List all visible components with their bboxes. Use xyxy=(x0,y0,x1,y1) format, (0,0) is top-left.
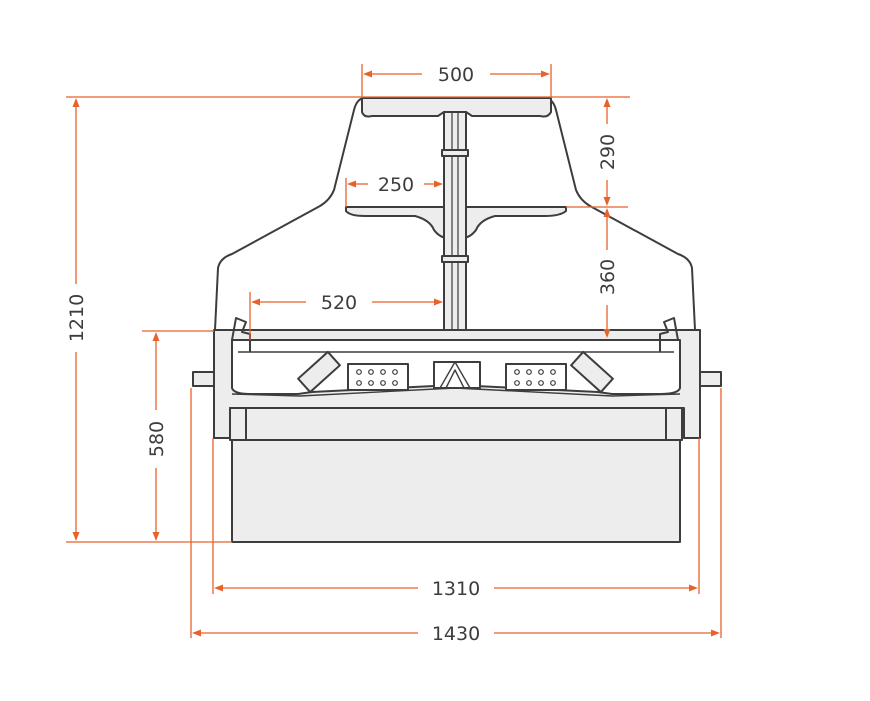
right-end-cap xyxy=(659,317,679,352)
right-foot xyxy=(665,407,683,441)
dim-label-520: 520 xyxy=(321,292,357,314)
column-bracket xyxy=(441,255,469,263)
dim-label-1210: 1210 xyxy=(66,294,88,342)
left-connector xyxy=(192,371,215,387)
dimension-arrows xyxy=(72,70,720,637)
dim-label-250: 250 xyxy=(378,174,414,196)
dim-label-500: 500 xyxy=(438,64,474,86)
right-connector xyxy=(699,371,722,387)
dimension-labels: 500 250 520 290 360 1210 580 1310 1430 xyxy=(66,64,619,645)
left-foot xyxy=(229,407,247,441)
base-cabinet xyxy=(231,439,681,543)
glass-canopy xyxy=(214,97,696,331)
dim-label-1310: 1310 xyxy=(432,578,480,600)
center-divider-v xyxy=(439,361,471,389)
dim-label-360: 360 xyxy=(597,259,619,295)
dim-label-1430: 1430 xyxy=(432,623,480,645)
column-bracket xyxy=(441,149,469,157)
right-perforated-panel xyxy=(505,363,567,391)
perforation-dots xyxy=(356,369,556,386)
dim-label-290: 290 xyxy=(597,134,619,170)
dim-label-580: 580 xyxy=(146,421,168,457)
display-case-outline xyxy=(192,97,722,543)
left-perforated-panel xyxy=(347,363,409,391)
right-tilted-tray xyxy=(570,350,614,394)
skirt-band xyxy=(245,407,667,441)
left-tilted-tray xyxy=(297,350,341,394)
